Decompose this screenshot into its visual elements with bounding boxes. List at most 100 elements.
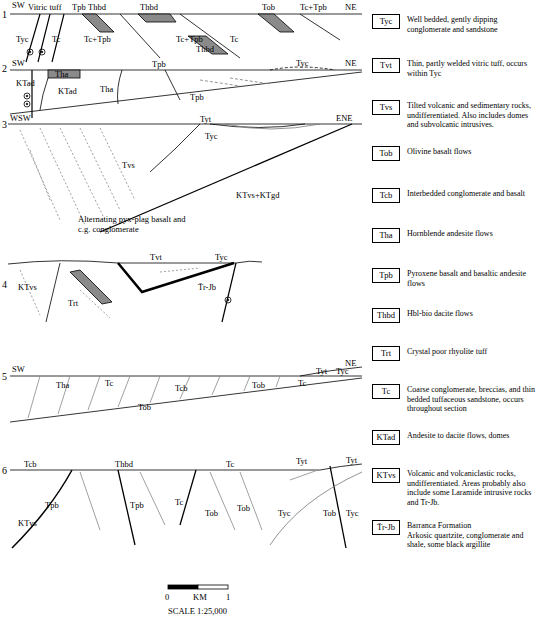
map-label: Tc+Tpb: [84, 34, 111, 44]
unit-description-group: Volcanic and volcaniclastic rocks, undif…: [407, 469, 539, 507]
section-number: 4: [2, 280, 7, 290]
legend-box: TvsTilted volcanic and sedimentary rocks…: [372, 100, 400, 115]
map-label: Tpb: [45, 500, 59, 510]
unit-code: Thbd: [373, 309, 399, 322]
legend-box: T̄r-JbBarranca FormationArkosic quartzit…: [372, 520, 400, 535]
map-label: Tpb: [72, 2, 86, 12]
section-number: 2: [2, 64, 7, 74]
map-label: Tc: [105, 378, 113, 388]
unit-description: Thin, partly welded vitric tuff, occurs …: [407, 59, 539, 78]
unit-description: Andesite to dacite flows, domes: [407, 431, 539, 441]
map-label: Tpb: [130, 500, 144, 510]
unit-description: Coarse conglomerate, breccias, and thin …: [407, 385, 539, 414]
unit-description-group: Barranca FormationArkosic quartzite, con…: [407, 521, 539, 550]
unit-description-group: Hbl-bio dacite flows: [407, 309, 539, 319]
map-label: Tc: [175, 497, 183, 507]
map-label: Tha: [55, 69, 68, 79]
map-label: KTvs: [18, 282, 37, 292]
map-label: Tvt: [150, 252, 162, 262]
map-label: Vitric tuff: [28, 2, 62, 12]
map-label: Tob: [252, 380, 265, 390]
map-label: Tob: [205, 508, 218, 518]
unit-description: Crystal poor rhyolite tuff: [407, 347, 539, 357]
unit-description: Tilted volcanic and sedimentary rocks, u…: [407, 101, 539, 130]
map-label: Tob: [138, 402, 151, 412]
map-label: Tha: [56, 380, 69, 390]
legend-box: ThbdHbl-bio dacite flows: [372, 308, 400, 323]
unit-code: Tcb: [373, 189, 399, 202]
map-label: SCALE 1:25,000: [168, 606, 227, 616]
map-label: KTad: [58, 86, 77, 96]
unit-code: Tc: [373, 385, 399, 398]
unit-description-group: Crystal poor rhyolite tuff: [407, 347, 539, 357]
unit-description-group: Hornblende andesite flows: [407, 229, 539, 239]
map-label: Tyc: [16, 34, 29, 44]
map-label: Alternating pyx-plag basalt and c.g. con…: [78, 214, 198, 234]
map-label: Tob: [323, 508, 336, 518]
legend-box: ThaHornblende andesite flows: [372, 228, 400, 243]
map-label: Tc+Tpb: [300, 2, 327, 12]
unit-description: Hornblende andesite flows: [407, 229, 539, 239]
legend-box: KTadAndesite to dacite flows, domes: [372, 430, 400, 445]
unit-code: Tvs: [373, 101, 399, 114]
map-label: ENE: [336, 113, 353, 123]
map-label: Tc+Tpb: [176, 34, 203, 44]
map-label: Tyt: [200, 114, 211, 124]
map-label: Tvs: [122, 160, 135, 170]
map-label: Tyc: [205, 131, 218, 141]
map-label: Tc: [52, 34, 60, 44]
map-label: T̄r-Jb: [198, 282, 216, 292]
unit-code: Tpb: [373, 269, 399, 282]
legend-box: TvtThin, partly welded vitric tuff, occu…: [372, 58, 400, 73]
unit-description: Interbedded conglomerate and basalt: [407, 189, 539, 199]
unit-code: Trt: [373, 347, 399, 360]
unit-description: Olivine basalt flows: [407, 147, 539, 157]
map-label: Tpb: [152, 59, 166, 69]
map-label: SW: [12, 0, 25, 10]
map-label: KM: [193, 592, 207, 602]
map-label: Tyt: [296, 456, 307, 466]
map-label: WSW: [10, 113, 31, 123]
unit-description-group: Well bedded, gently dipping conglomerate…: [407, 15, 539, 34]
map-label: NE: [345, 58, 356, 68]
legend-box: TrtCrystal poor rhyolite tuff: [372, 346, 400, 361]
map-label: Tc: [226, 459, 234, 469]
map-label: Tob: [237, 503, 250, 513]
map-label: Tyc: [346, 508, 359, 518]
unit-description-group: Pyroxene basalt and basaltic andesite fl…: [407, 269, 539, 288]
map-label: Tpb: [190, 92, 204, 102]
unit-description: Hbl-bio dacite flows: [407, 309, 539, 319]
map-label: KTvs+KTgd: [236, 190, 280, 200]
unit-code: T̄r-Jb: [373, 521, 399, 534]
map-label: 0: [165, 592, 169, 602]
unit-description: Well bedded, gently dipping conglomerate…: [407, 15, 539, 34]
unit-description-group: Tilted volcanic and sedimentary rocks, u…: [407, 101, 539, 130]
map-label: NE: [345, 2, 356, 12]
legend-box: TobOlivine basalt flows: [372, 146, 400, 161]
unit-description: Pyroxene basalt and basaltic andesite fl…: [407, 269, 539, 288]
map-label: Tob: [262, 2, 275, 12]
map-label: Tyc: [336, 366, 349, 376]
unit-description-group: Olivine basalt flows: [407, 147, 539, 157]
legend-box: TycWell bedded, gently dipping conglomer…: [372, 14, 400, 29]
map-label: Thbd: [88, 2, 106, 12]
map-label: Tc: [230, 34, 238, 44]
unit-code: Tyc: [373, 15, 399, 28]
map-label: 1: [226, 592, 230, 602]
unit-code: Tha: [373, 229, 399, 242]
unit-description-group: Andesite to dacite flows, domes: [407, 431, 539, 441]
section-number: 1: [2, 10, 7, 20]
unit-code: KTad: [373, 431, 399, 444]
map-label: Tyc: [296, 58, 309, 68]
map-label: Thbd: [140, 2, 158, 12]
map-label: Tyc: [278, 508, 291, 518]
unit-description-group: Coarse conglomerate, breccias, and thin …: [407, 385, 539, 414]
map-label: SW: [12, 364, 25, 374]
section-number: 3: [2, 120, 7, 130]
map-label: Tha: [100, 84, 113, 94]
map-label: Tyc: [215, 252, 228, 262]
map-label: Tc: [298, 378, 306, 388]
unit-description: Barranca Formation: [407, 521, 539, 531]
unit-code: Tob: [373, 147, 399, 160]
unit-description: Arkosic quartzite, conglomerate and shal…: [407, 531, 539, 550]
